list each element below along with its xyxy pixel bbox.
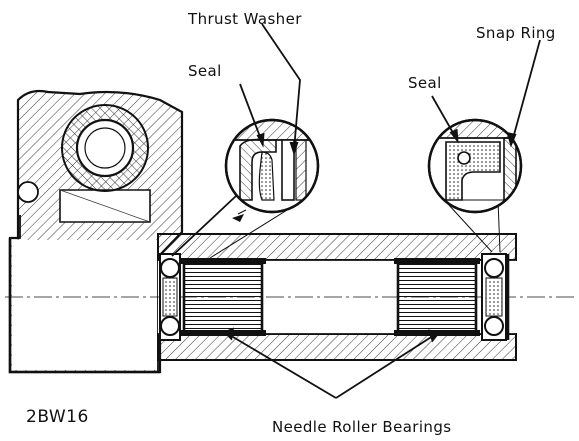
- detail-circle-right: [427, 118, 523, 253]
- figure-code-label: 2BW16: [26, 407, 89, 427]
- seal-left-label: Seal: [188, 62, 222, 80]
- needle-bearing-left: [180, 258, 266, 336]
- thrust-washer-label: Thrust Washer: [187, 10, 302, 28]
- left-end-seal-assembly: [159, 253, 181, 341]
- gear-housing: [8, 89, 184, 374]
- needle-bearing-right: [394, 258, 480, 336]
- seal-right-label: Seal: [408, 74, 442, 92]
- leader-lines: [223, 23, 541, 399]
- needle-roller-bearings-label: Needle Roller Bearings: [272, 418, 451, 436]
- right-end-seal-assembly: [481, 253, 510, 341]
- snap-ring-label: Snap Ring: [476, 24, 556, 42]
